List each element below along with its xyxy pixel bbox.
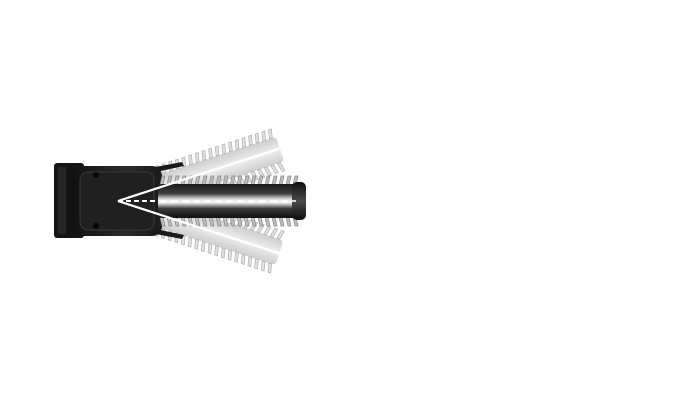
swivel-angle-guides [117,143,291,259]
brush-end-cap [292,182,306,220]
brush-roller-center-position [158,175,306,227]
